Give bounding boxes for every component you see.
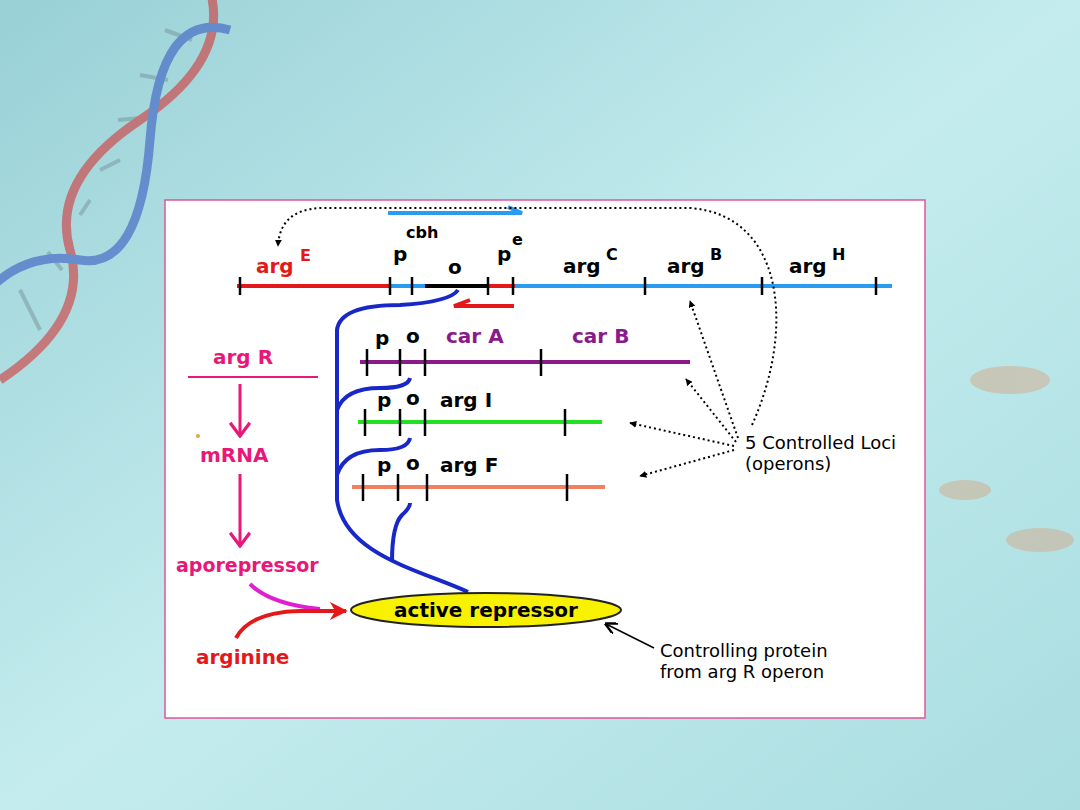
promoter-label: p [497,243,511,266]
operator-label: o [406,387,420,410]
gene-name: arg [256,255,294,278]
repressor-binding-line [392,503,410,562]
control-arrow [630,423,734,446]
note: 5 Controlled Loci (operons) [745,433,925,474]
operator-label: o [448,256,462,279]
gene-segment [487,284,515,288]
operon-line [360,360,690,364]
pathway-arrow [239,384,242,436]
mrna-label: mRNA [200,444,268,467]
promoter-superscript: cbh [406,224,438,242]
binding-arrow [250,584,320,609]
callout-arrow [606,624,654,648]
gene-name: arg [563,255,601,278]
gene-superscript: E [300,247,311,265]
promoter-label: p [377,454,391,477]
blob [970,366,1050,394]
operon-ticks [363,474,567,501]
operon-ticks [367,349,541,376]
control-arrow [686,379,736,442]
gene-superscript: H [832,246,845,264]
gene-superscript: C [606,246,618,264]
gene-segment [425,284,487,288]
gene-superscript: B [710,246,722,264]
control-arrow [640,450,734,476]
promoter-label: p [375,327,389,350]
pathway-arrow [239,474,242,546]
protein-label: aporepressor [176,555,319,577]
control-arrow [278,208,776,425]
operator-label: o [406,325,420,348]
gene-segment [390,284,425,288]
gene-underline [188,376,318,378]
blob [939,480,991,500]
gene-boundary-ticks [240,277,876,295]
binding-arrow [236,611,346,638]
gene-segment [237,284,390,288]
ellipse-shape [351,593,621,627]
operon-ticks [365,409,565,436]
repressor-binding-line [337,438,410,475]
gene-name: car B [572,325,629,348]
promoter-superscript: e [512,231,523,249]
blob [1006,528,1074,552]
dot [196,434,200,438]
promoter-label: p [393,243,407,266]
panel [165,200,925,718]
repressor-binding-line [337,378,410,410]
note: Controlling protein from arg R operon [660,641,875,682]
promoter-label: p [377,389,391,412]
blob-decoration [939,366,1074,552]
gene-name: arg I [440,389,492,412]
transcription-arrow [454,300,514,306]
regulator-gene: arg R [213,346,273,369]
gene-segment [515,284,892,288]
operator-label: o [406,452,420,475]
gene-name: arg F [440,454,498,477]
node-label: active repressor [394,599,578,622]
effector-label: arginine [196,646,289,669]
gene-name: arg [789,255,827,278]
gene-name: arg [667,255,705,278]
control-arrow [690,301,738,438]
repressor-ellipse: active repressor [350,592,622,628]
gene-name: car A [446,325,504,348]
